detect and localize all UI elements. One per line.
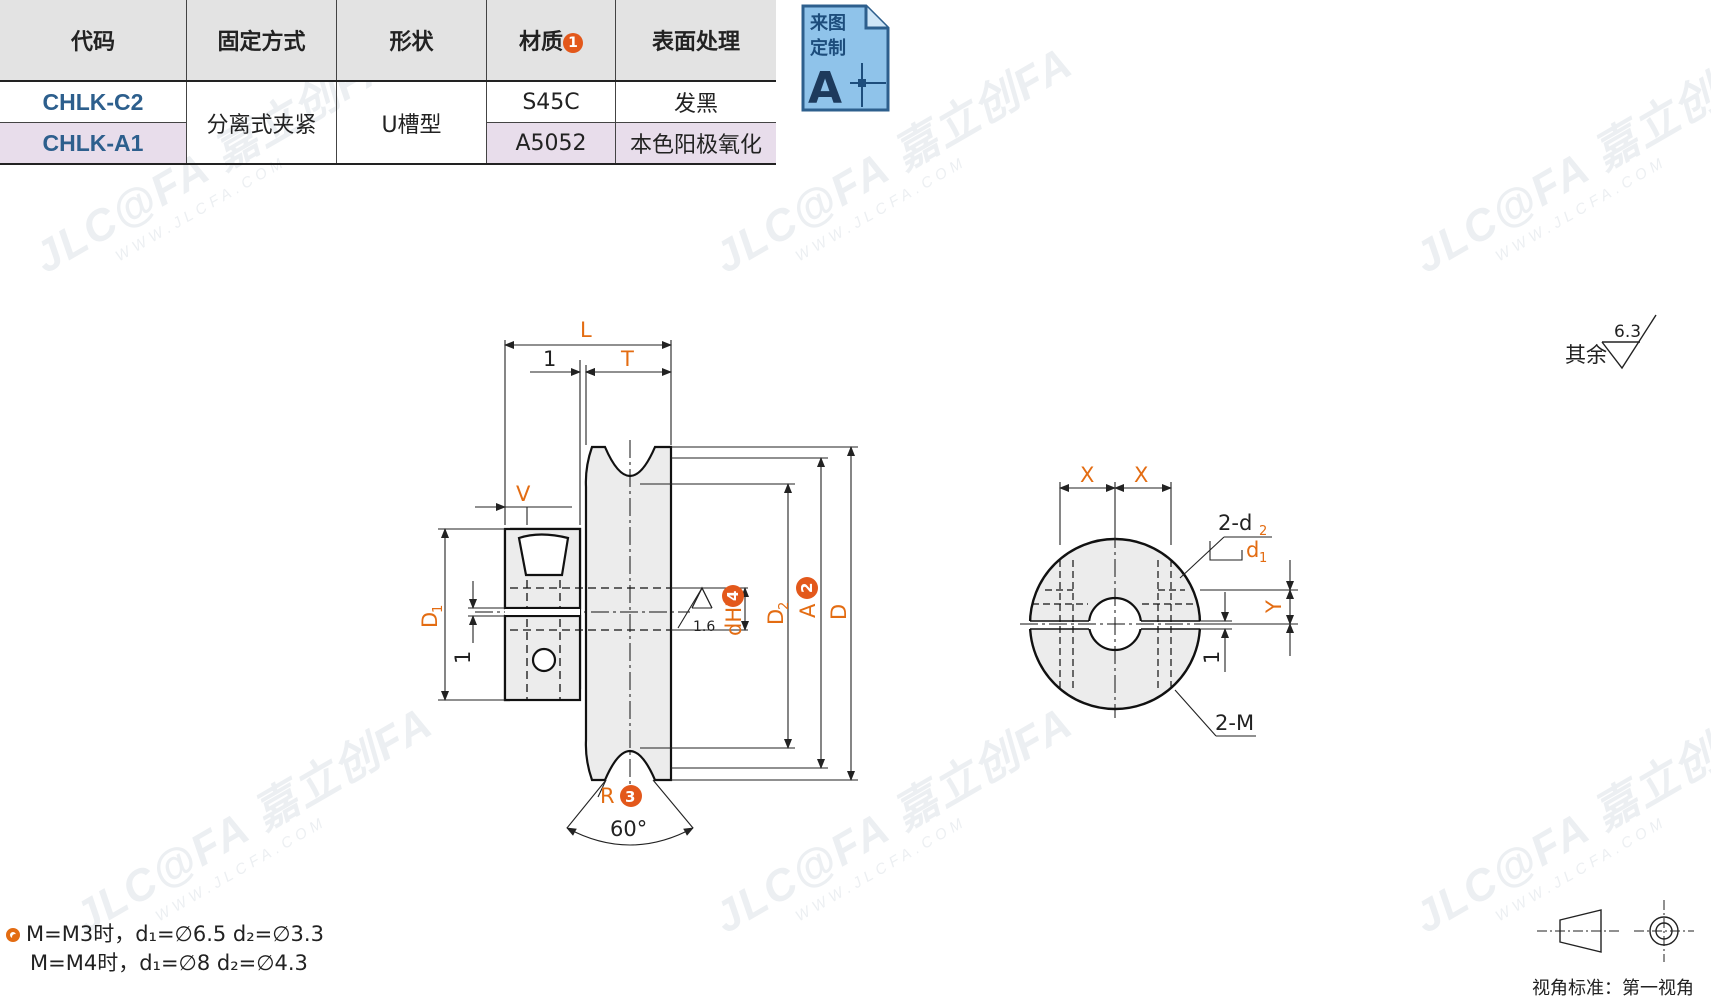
custom-drawing-badge[interactable]: 来图 定制 A: [800, 3, 890, 113]
note-line: M=M4时，d₁=∅8 d₂=∅4.3: [30, 951, 308, 975]
notes: M=M3时，d₁=∅6.5 d₂=∅3.3 M=M4时，d₁=∅8 d₂=∅4.…: [6, 920, 324, 978]
note-bullet-icon: [6, 928, 20, 942]
view-standard: 视角标准：第一视角: [1532, 978, 1694, 999]
table-row: CHLK-A1 A5052 本色阳极氧化: [0, 122, 776, 165]
dim-1-left: 1: [451, 651, 475, 664]
dim-L: L: [580, 318, 592, 342]
svg-text:1: 1: [1259, 551, 1267, 566]
material-cell: S45C: [486, 81, 616, 123]
dim-X2: X: [1134, 463, 1148, 487]
dim-D2: D: [764, 609, 788, 625]
dim-2-M: 2-M: [1215, 711, 1254, 735]
note-line: M=M3时，d₁=∅6.5 d₂=∅3.3: [6, 920, 324, 949]
material-cell: A5052: [486, 122, 616, 165]
svg-text:4: 4: [724, 591, 742, 601]
svg-text:2: 2: [777, 602, 792, 610]
table-row: CHLK-C2 分离式夹紧 U槽型 S45C 发黑: [0, 81, 776, 165]
shape-cell: U槽型: [336, 81, 487, 165]
dim-1-top: 1: [543, 347, 556, 371]
dim-V: V: [516, 482, 531, 506]
dim-D1: D: [418, 612, 442, 628]
surface-cell: 发黑: [615, 81, 776, 123]
side-view: [475, 440, 690, 790]
dim-1-right: 1: [1200, 651, 1224, 664]
slot-window: [517, 533, 570, 577]
svg-text:1: 1: [431, 605, 446, 613]
dim-60deg: 60°: [610, 817, 647, 841]
svg-text:2: 2: [798, 583, 816, 593]
dim-T: T: [620, 347, 634, 371]
dim-R: R: [600, 784, 615, 808]
dim-D: D: [827, 604, 851, 620]
note-badge: 1: [563, 33, 583, 53]
header-code: 代码: [0, 0, 187, 82]
front-view: [1020, 530, 1210, 718]
surface-cell: 本色阳极氧化: [615, 122, 776, 165]
roughness-local: 1.6: [693, 619, 715, 635]
front-labels: X X 2-d 2 d 1 Y 1 2-M: [1080, 463, 1286, 735]
badge-line2: 定制: [810, 37, 846, 59]
roughness-symbol: 其余 6.3: [1565, 314, 1657, 370]
fixing-cell: 分离式夹紧: [186, 81, 337, 165]
dim-A: A: [796, 603, 820, 618]
header-surface: 表面处理: [615, 0, 776, 82]
roughness-value: 6.3: [1614, 322, 1641, 342]
roughness-prefix: 其余: [1565, 343, 1607, 367]
header-material-label: 材质: [518, 30, 563, 55]
badge-letter: A: [808, 63, 842, 113]
side-dimensions: [438, 340, 858, 846]
side-labels: L 1 T V D 1 1 1.6 dH7 4 D 2 A 2 D: [418, 318, 851, 841]
dim-2-d2: 2-d: [1218, 511, 1252, 535]
projection-symbol-icon: [1537, 900, 1694, 962]
dim-Y: Y: [1262, 600, 1286, 614]
screw-hole: [531, 647, 557, 673]
badge-line1: 来图: [809, 13, 846, 34]
svg-text:2: 2: [1259, 524, 1267, 539]
header-fixing: 固定方式: [186, 0, 337, 82]
front-dimensions: [1059, 482, 1298, 737]
code-cell: CHLK-A1: [0, 122, 187, 165]
svg-text:3: 3: [625, 788, 635, 806]
header-shape: 形状: [336, 0, 487, 82]
dim-X1: X: [1080, 463, 1094, 487]
dim-d1: d: [1246, 538, 1259, 562]
pulley-wheel: [584, 445, 673, 782]
code-cell: CHLK-C2: [0, 81, 187, 123]
